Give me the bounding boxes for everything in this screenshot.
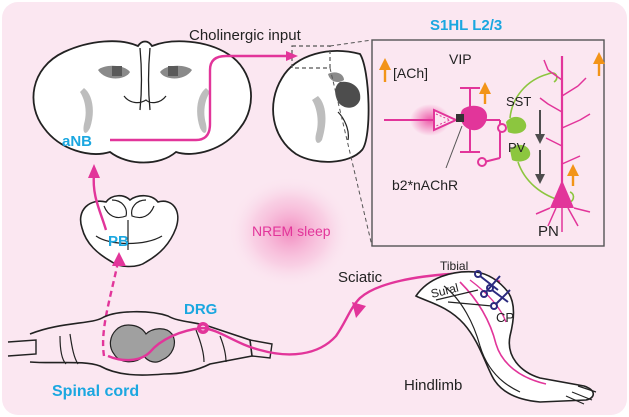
label-vip: VIP <box>449 51 472 67</box>
drg-to-spinal-pathway <box>107 326 204 362</box>
label-pb: PB <box>108 233 129 250</box>
label-region: S1HL L2/3 <box>430 17 502 34</box>
label-sst: SST <box>506 94 531 109</box>
brain-section-hemisphere <box>272 45 370 163</box>
hindlimb-outline <box>414 270 597 405</box>
label-tibial: Tibial <box>440 259 468 273</box>
zoom-line-bottom <box>329 67 373 247</box>
label-nrem: NREM sleep <box>252 223 331 239</box>
label-pv: PV <box>508 140 526 155</box>
label-hindlimb: Hindlimb <box>404 377 462 394</box>
label-cp: CP <box>496 310 514 325</box>
pb-to-anb-pathway <box>92 173 108 231</box>
nrem-glow <box>228 176 352 288</box>
label-drg: DRG <box>184 301 217 318</box>
label-pn: PN <box>538 223 559 240</box>
anb-to-cortex-pathway <box>110 54 292 142</box>
anb-pathway-arrowhead <box>286 51 298 61</box>
label-cholinergic-input: Cholinergic input <box>189 27 302 44</box>
scissors-icon <box>474 270 511 310</box>
label-receptor: b2*nAChR <box>392 177 458 193</box>
label-anb: aNB <box>62 133 92 150</box>
brain-section-coronal <box>32 40 252 164</box>
label-sural: Sural <box>429 281 460 301</box>
dashed-pathway-arrowhead <box>112 252 126 266</box>
s1hl-inset <box>371 39 605 247</box>
pb-pathway-arrowhead <box>88 164 100 178</box>
zoom-line-top <box>329 39 373 47</box>
receptor-pointer <box>445 125 463 169</box>
label-ach: [ACh] <box>393 65 428 81</box>
sciatic-arrowhead <box>352 302 366 318</box>
label-sciatic: Sciatic <box>338 269 383 286</box>
label-spinal-cord: Spinal cord <box>52 383 139 400</box>
spinal-to-pb-dashed-pathway <box>101 261 120 357</box>
